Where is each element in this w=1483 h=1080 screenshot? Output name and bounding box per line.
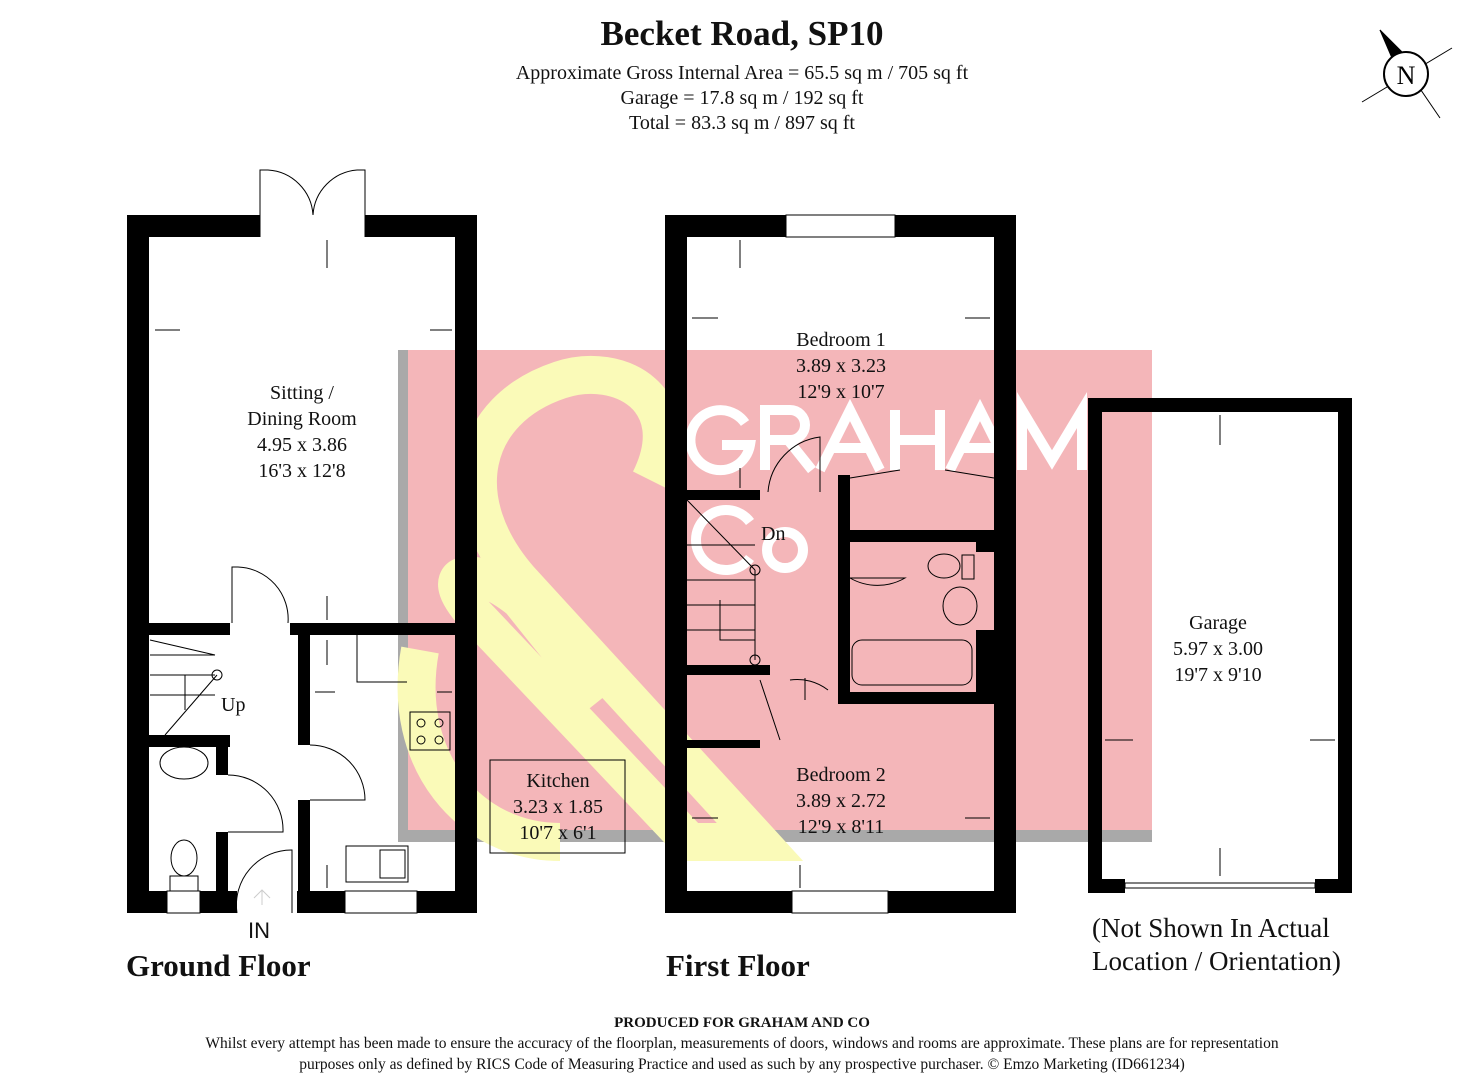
room-imperial: 12'9 x 8'11 (797, 816, 885, 838)
gross-area: Approximate Gross Internal Area = 65.5 s… (515, 62, 969, 84)
room-imperial: 16'3 x 12'8 (258, 460, 346, 482)
room-imperial: 12'9 x 10'7 (797, 381, 885, 403)
entrance-label: IN (248, 918, 270, 943)
room-imperial: 10'7 x 6'1 (519, 822, 597, 844)
ground-floor-label: Ground Floor (126, 948, 311, 983)
garage-area: Garage = 17.8 sq m / 192 sq ft (620, 87, 864, 109)
stairs-up-label: Up (221, 694, 246, 716)
garage-walls (1088, 398, 1352, 893)
total-area: Total = 83.3 sq m / 897 sq ft (629, 112, 855, 134)
garage-note-line-1: (Not Shown In Actual (1092, 913, 1330, 943)
room-name: Kitchen (526, 770, 590, 792)
compass-icon: N (1361, 29, 1453, 119)
room-sitting-dining: Sitting / Dining Room 4.95 x 3.86 16'3 x… (247, 380, 356, 484)
first-floor-walls (665, 215, 1016, 913)
room-kitchen: Kitchen 3.23 x 1.85 10'7 x 6'1 (513, 768, 603, 846)
room-bedroom-1: Bedroom 1 3.89 x 3.23 12'9 x 10'7 (796, 327, 886, 405)
watermark-lettering (685, 391, 1087, 575)
watermark-logo (397, 350, 1152, 861)
room-metric: 3.89 x 3.23 (796, 355, 886, 377)
entrance-arrow-icon (253, 889, 271, 905)
room-name: Bedroom 2 (796, 764, 886, 786)
first-floor-label: First Floor (666, 948, 810, 983)
footer-heading: PRODUCED FOR GRAHAM AND CO (614, 1015, 870, 1031)
room-metric: 3.23 x 1.85 (513, 796, 603, 818)
room-name: Bedroom 1 (796, 329, 886, 351)
garage-note-line-2: Location / Orientation) (1092, 946, 1341, 976)
page-title: Becket Road, SP10 (600, 14, 884, 53)
garage-note: (Not Shown In Actual Location / Orientat… (1092, 912, 1341, 978)
footer-disclaimer-2: purposes only as defined by RICS Code of… (299, 1056, 1185, 1073)
room-bedroom-2: Bedroom 2 3.89 x 2.72 12'9 x 8'11 (796, 762, 886, 840)
room-garage: Garage 5.97 x 3.00 19'7 x 9'10 (1173, 610, 1263, 688)
svg-text:N: N (1397, 61, 1416, 90)
footer-disclaimer-1: Whilst every attempt has been made to en… (205, 1035, 1279, 1052)
room-imperial: 19'7 x 9'10 (1174, 664, 1262, 686)
room-metric: 4.95 x 3.86 (256, 434, 347, 456)
ground-floor-walls (127, 215, 477, 913)
room-name-2: Dining Room (247, 408, 357, 430)
room-name: Garage (1189, 612, 1247, 634)
room-metric: 5.97 x 3.00 (1173, 638, 1263, 660)
room-metric: 3.89 x 2.72 (796, 790, 886, 812)
stairs-down-label: Dn (761, 523, 786, 545)
room-name: Sitting / (270, 382, 334, 404)
